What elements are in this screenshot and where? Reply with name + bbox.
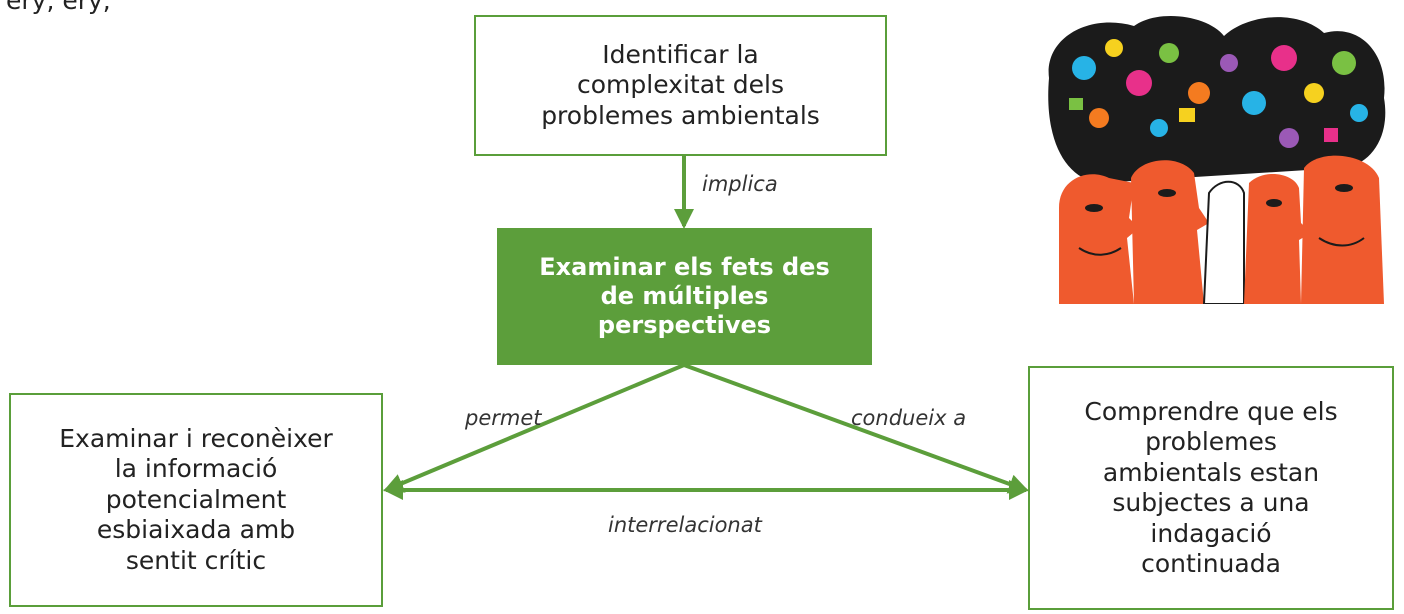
edge-label-condueix: condueix a	[851, 406, 967, 430]
node-center-line: Examinar els fets des	[539, 252, 830, 281]
node-right-line: subjectes a una	[1112, 488, 1310, 517]
node-left-line: potencialment	[105, 484, 287, 514]
node-right-line: problemes	[1145, 427, 1277, 456]
node-right-line: continuada	[1141, 549, 1281, 578]
node-understand-inquiry: Comprendre que els problemes ambientals …	[1028, 366, 1394, 610]
thinking-heads-illustration	[1048, 15, 1386, 304]
node-left-line: esbiaixada amb	[96, 515, 296, 545]
node-left-line: la informació	[114, 454, 278, 484]
node-right-line: indagació	[1150, 518, 1272, 548]
node-right-line: Comprendre que els	[1084, 396, 1338, 426]
edge-label-permet: permet	[465, 406, 542, 430]
node-examine-facts: Examinar els fets des de múltiples persp…	[497, 228, 872, 365]
node-left-line: sentit crític	[125, 545, 267, 575]
node-center-line: de múltiples	[600, 281, 769, 310]
node-recognize-biased-info: Examinar i reconèixer la informació pote…	[9, 393, 383, 607]
arrow-center-to-left	[383, 363, 685, 493]
edge-label-implica: implica	[702, 172, 778, 196]
node-left-line: Examinar i reconèixer	[59, 423, 333, 453]
node-top-line: complexitat dels	[577, 70, 784, 100]
corner-text-fragment: ery, ery,	[6, 0, 111, 15]
node-right-line: ambientals estan	[1102, 457, 1320, 487]
node-top-line: Identificar la	[602, 39, 759, 69]
node-identify-complexity: Identificar la complexitat dels probleme…	[474, 15, 887, 156]
edge-label-interrelacionat: interrelacionat	[608, 513, 762, 537]
node-center-line: perspectives	[597, 311, 772, 340]
node-top-line: problemes ambientals	[541, 100, 820, 130]
arrow-center-to-right	[683, 363, 1029, 494]
